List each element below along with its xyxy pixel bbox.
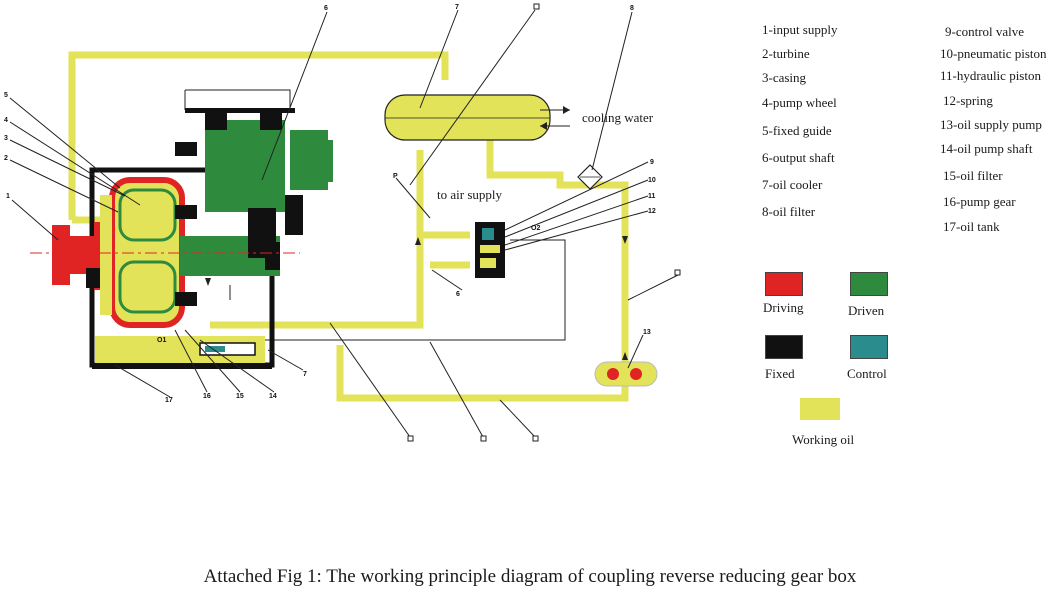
callout-p: P (393, 173, 398, 180)
o2-label: O2 (531, 225, 540, 232)
legend-item-3: 3-casing (762, 70, 807, 85)
figure-caption: Attached Fig 1: The working principle di… (203, 566, 857, 587)
fixed-label: Fixed (765, 366, 795, 381)
callout-15: 15 (236, 393, 244, 400)
callout-13: 13 (643, 329, 651, 336)
control-swatch (850, 335, 888, 359)
legend-item-10: 10-pneumatic piston (940, 46, 1047, 61)
callout-8: 8 (630, 5, 634, 12)
legend-item-9: 9-control valve (945, 24, 1025, 39)
oil-cooler (384, 94, 570, 141)
callout-12: 12 (648, 208, 656, 215)
legend-item-4: 4-pump wheel (762, 95, 837, 110)
callout-terminals (407, 3, 681, 442)
fixed-swatch (765, 335, 803, 359)
legend-item-11: 11-hydraulic piston (940, 68, 1041, 83)
gearbox-assembly (30, 108, 333, 369)
legend-item-14: 14-oil pump shaft (940, 141, 1033, 156)
callout-1: 1 (6, 193, 10, 200)
o1-label: O1 (157, 337, 166, 344)
callout-16: 16 (203, 393, 211, 400)
legend-item-5: 5-fixed guide (762, 123, 832, 138)
callout-10: 10 (648, 177, 656, 184)
callout-2: 2 (4, 155, 8, 162)
legend-item-13: 13-oil supply pump (940, 117, 1042, 132)
driving-swatch (765, 272, 803, 296)
callout-17: 17 (165, 397, 173, 404)
to-air-supply-label: to air supply (437, 187, 502, 202)
working-oil-label: Working oil (792, 432, 855, 447)
working-oil-lines (68, 51, 629, 402)
callout-7-lower: 7 (303, 371, 307, 378)
callout-5: 5 (4, 92, 8, 99)
legend-item-15: 15-oil filter (943, 168, 1003, 183)
legend-item-12: 12-spring (943, 93, 993, 108)
callout-11: 11 (648, 193, 656, 200)
driven-label: Driven (848, 303, 885, 318)
legend-item-7: 7-oil cooler (762, 177, 823, 192)
callout-14: 14 (269, 393, 277, 400)
control-label: Control (847, 366, 887, 381)
legend-item-17: 17-oil tank (943, 219, 1000, 234)
control-valve (475, 222, 505, 278)
legend-item-6: 6-output shaft (762, 150, 835, 165)
callout-leaders (9, 9, 679, 438)
working-oil-swatch (800, 398, 840, 420)
flow-arrows (205, 236, 628, 360)
driving-label: Driving (763, 300, 804, 315)
callout-6: 6 (324, 5, 328, 12)
callout-4: 4 (4, 117, 8, 124)
callout-7: 7 (455, 4, 459, 11)
callout-3: 3 (4, 135, 8, 142)
callout-6-lower: 6 (456, 291, 460, 298)
legend-item-1: 1-input supply (762, 22, 838, 37)
legend-item-2: 2-turbine (762, 46, 810, 61)
callout-9: 9 (650, 159, 654, 166)
driven-swatch (850, 272, 888, 296)
legend-item-16: 16-pump gear (943, 194, 1016, 209)
oil-filter (577, 164, 603, 190)
oil-supply-pump (594, 361, 658, 387)
cooling-water-label: cooling water (582, 110, 654, 125)
legend-item-8: 8-oil filter (762, 204, 816, 219)
